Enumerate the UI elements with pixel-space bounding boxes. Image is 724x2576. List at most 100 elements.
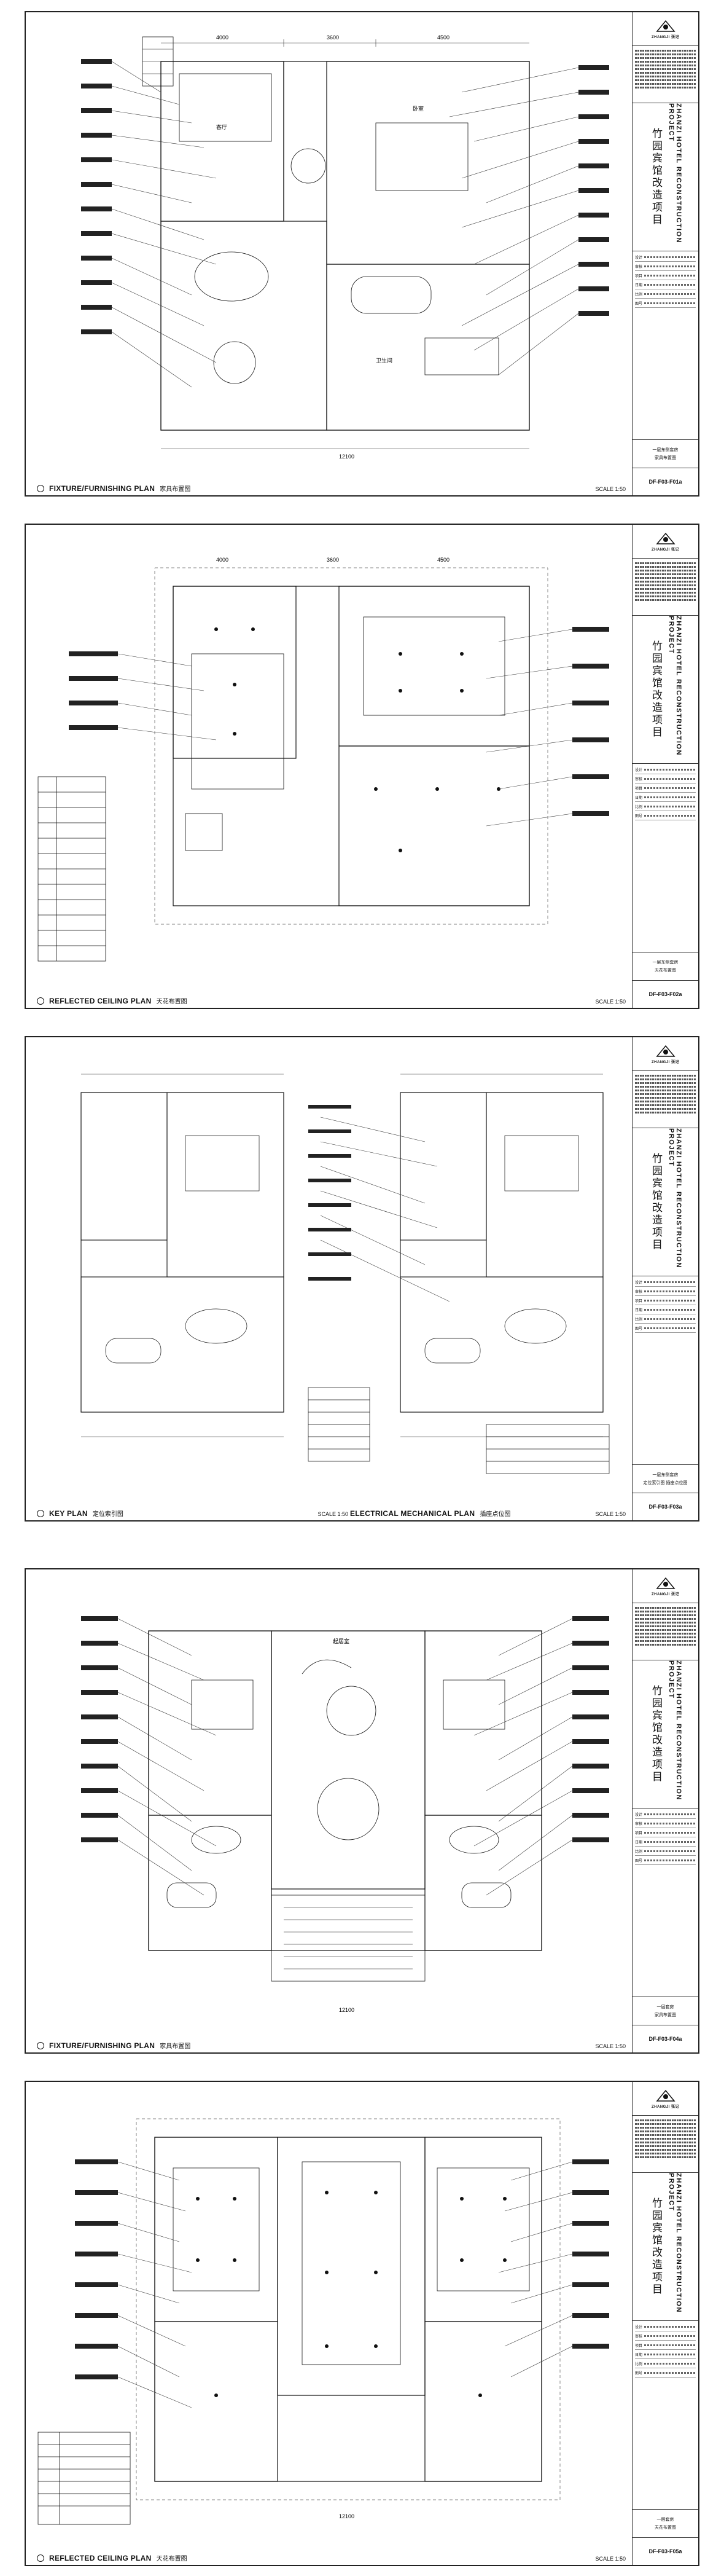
project-name-cn: 竹园宾馆改造项目 [650, 1153, 662, 1251]
tb-row-label: 图号 [635, 302, 643, 306]
ceiling-plan-drawing: 12100 [37, 2118, 609, 2525]
dimension-total: 12100 [339, 2007, 354, 2013]
tb-row-label: 设计 [635, 1813, 643, 1817]
dimension-top-2: 3600 [327, 34, 339, 41]
company-logo-icon [655, 2089, 675, 2102]
tb-row-label: 审核 [635, 777, 643, 782]
key-plan-drawing [80, 1074, 610, 1474]
title-block: ZHANGJI 张记 竹园宾馆改造项目 ZHANZI HOTEL RECONSTR… [632, 1037, 698, 1520]
dimension-top-3: 4500 [437, 34, 450, 41]
sheet-title: 一层套房 [656, 2005, 674, 2009]
tb-row-label: 日期 [635, 796, 643, 800]
dimension-total: 12100 [339, 2513, 354, 2519]
project-name-en: ZHANZI HOTEL RECONSTRUCTION PROJECT [668, 1128, 682, 1268]
project-name-en: ZHANZI HOTEL RECONSTRUCTION PROJECT [668, 2173, 682, 2313]
tb-row-label: 设计 [635, 256, 643, 260]
tb-row-label: 项目 [635, 1299, 643, 1303]
dimension-total: 12100 [339, 454, 354, 460]
project-name-en: ZHANZI HOTEL RECONSTRUCTION PROJECT [668, 616, 682, 756]
tb-row-label: 项目 [635, 2344, 643, 2348]
tb-row-label: 审核 [635, 1822, 643, 1826]
room-label: 卫生间 [376, 357, 392, 364]
dimension-top-3: 4500 [437, 557, 450, 563]
project-name-cn: 竹园宾馆改造项目 [650, 2197, 662, 2296]
sheet-subtitle: 家具布置图 [655, 455, 676, 460]
tb-row-label: 日期 [635, 1308, 643, 1313]
scale-label-2: SCALE 1:50 [595, 1511, 626, 1517]
drawing-sheet-1: 4000 3600 4500 12100 客厅 卧室 卫生间 ZHANGJI 张… [25, 11, 699, 497]
caption-circle-icon [37, 2554, 44, 2562]
sheet-number: DF-F03-F02a [633, 980, 698, 1008]
tb-row-label: 审核 [635, 265, 643, 269]
caption-circle-icon [37, 1509, 44, 1517]
sheet-title: 一层东侧套房 [652, 960, 679, 965]
tb-row-label: 图号 [635, 1859, 643, 1863]
tb-row-label: 图号 [635, 1327, 643, 1331]
sheet-subtitle: 定位索引图 插座点位图 [643, 1480, 688, 1485]
company-logo-icon [655, 532, 675, 544]
company-logo-icon [655, 1045, 675, 1057]
drawing-sheet-5: 12100 ZHANGJI 张记 竹园宾馆改造项目 ZHANZI HOTEL RE… [25, 2081, 699, 2566]
tb-row-label: 日期 [635, 1840, 643, 1845]
project-name-cn: 竹园宾馆改造项目 [650, 640, 662, 739]
tb-row-label: 日期 [635, 2353, 643, 2357]
scale-label: SCALE 1:50 [595, 2043, 626, 2049]
scale-label: SCALE 1:50 [595, 2556, 626, 2562]
scale-label: SCALE 1:50 [595, 999, 626, 1005]
company-logo-icon [655, 20, 675, 32]
scale-label: SCALE 1:50 [317, 1511, 348, 1517]
sheet-subtitle: 天花布置图 [655, 2525, 676, 2530]
sheet-title: 一层东侧套房 [652, 447, 679, 452]
caption-circle-icon [37, 997, 44, 1005]
sheet-number: DF-F03-F03a [633, 1493, 698, 1520]
tb-row-label: 比例 [635, 1850, 643, 1854]
tb-row-label: 设计 [635, 768, 643, 772]
room-label: 卧室 [413, 105, 424, 112]
sheet-title: 一层套房 [656, 2517, 674, 2522]
ceiling-plan-drawing: 4000 3600 4500 [37, 557, 609, 962]
tb-row-label: 图号 [635, 2371, 643, 2376]
title-block: ZHANGJI 张记 竹园宾馆改造项目 ZHANZI HOTEL RECONSTR… [632, 525, 698, 1008]
floor-plan-drawing: 12100 起居室 [81, 1616, 609, 2013]
floor-plan-drawing: 4000 3600 4500 12100 客厅 卧室 卫生间 [81, 34, 609, 460]
tb-row-label: 比例 [635, 2362, 643, 2366]
project-name-en: ZHANZI HOTEL RECONSTRUCTION PROJECT [668, 1660, 682, 1800]
company-name: ZHANGJI 张记 [651, 35, 679, 39]
tb-row-label: 项目 [635, 274, 643, 278]
tb-row-label: 比例 [635, 1317, 643, 1322]
tb-row-label: 项目 [635, 787, 643, 791]
dimension-top-2: 3600 [327, 557, 339, 563]
company-name: ZHANGJI 张记 [651, 1592, 679, 1596]
dimension-top-1: 4000 [216, 34, 228, 41]
sheet-number: DF-F03-F04a [633, 2025, 698, 2052]
tb-row-label: 设计 [635, 1281, 643, 1285]
tb-row-label: 比例 [635, 805, 643, 809]
tb-row-label: 日期 [635, 283, 643, 288]
scale-label: SCALE 1:50 [595, 486, 626, 492]
project-name-cn: 竹园宾馆改造项目 [650, 1685, 662, 1783]
tb-row-label: 项目 [635, 1831, 643, 1836]
sheet-number: DF-F03-F01a [633, 468, 698, 495]
tb-row-label: 审核 [635, 2334, 643, 2339]
project-name-en: ZHANZI HOTEL RECONSTRUCTION PROJECT [668, 103, 682, 243]
sheet-subtitle: 家具布置图 [655, 2012, 676, 2017]
tb-row-label: 比例 [635, 293, 643, 297]
room-label: 客厅 [216, 124, 227, 130]
dimension-top-1: 4000 [216, 557, 228, 563]
sheet-number: DF-F03-F05a [633, 2537, 698, 2565]
project-name-cn: 竹园宾馆改造项目 [650, 128, 662, 226]
company-logo-icon [655, 1577, 675, 1589]
sheet-title: 一层东侧套房 [652, 1472, 679, 1477]
caption-circle-icon [37, 2041, 44, 2049]
drawing-sheet-2: 4000 3600 4500 ZHANGJI 张记 竹园宾馆改造项目 ZHANZI… [25, 524, 699, 1009]
company-name: ZHANGJI 张记 [651, 2105, 679, 2109]
company-name: ZHANGJI 张记 [651, 1060, 679, 1064]
company-name: ZHANGJI 张记 [651, 548, 679, 552]
tb-row-label: 审核 [635, 1290, 643, 1294]
